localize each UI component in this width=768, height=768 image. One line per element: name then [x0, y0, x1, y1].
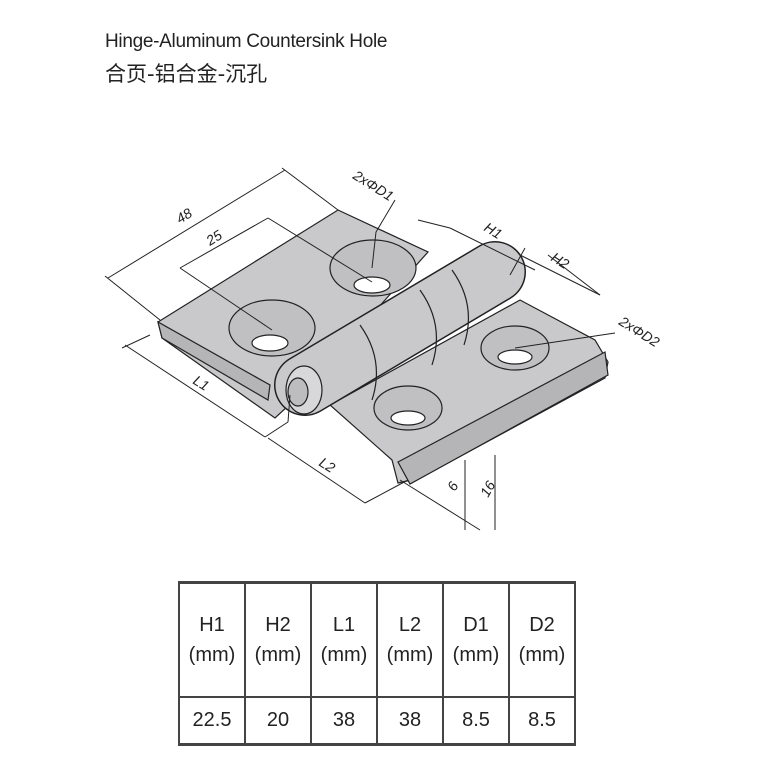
header-cell: H1 (mm) [178, 581, 246, 698]
header-unit: (mm) [386, 644, 434, 666]
header-unit: (mm) [518, 644, 566, 666]
page-subtitle: 合页-铝合金-沉孔 [105, 62, 268, 86]
header-cell: D2 (mm) [508, 581, 576, 698]
table-header-row: H1 (mm) H2 (mm) L1 (mm) L2 (mm) D1 (mm) D2 (mm… [178, 581, 576, 698]
spec-table: H1 (mm) H2 (mm) L1 (mm) L2 (mm) D1 (mm) D2 (mm… [178, 581, 576, 746]
header-unit: (mm) [320, 644, 368, 666]
header-cell: L1 (mm) [310, 581, 378, 698]
header-unit: (mm) [254, 644, 302, 666]
header-name: D1 [463, 614, 489, 636]
value-cell: 20 [244, 696, 312, 746]
hinge-drawing: 48 25 2xΦD1 H1 H2 2xΦD2 L1 L2 6 16 [104, 166, 663, 531]
value-cell: 38 [376, 696, 444, 746]
dim-16: 16 [477, 478, 499, 500]
value-cell: 8.5 [508, 696, 576, 746]
header-unit: (mm) [452, 644, 500, 666]
header-name: D2 [529, 614, 555, 636]
dim-h1: H1 [481, 219, 505, 242]
value-cell: 38 [310, 696, 378, 746]
header-cell: L2 (mm) [376, 581, 444, 698]
header-name: L2 [398, 614, 422, 636]
right-leaf-edge [397, 351, 609, 485]
dim-h2: H2 [548, 249, 572, 272]
dim-d1: 2xΦD1 [350, 166, 397, 204]
dim-d2: 2xΦD2 [616, 312, 663, 350]
header-name: L1 [332, 614, 356, 636]
header-unit: (mm) [188, 644, 236, 666]
header-cell: H2 (mm) [244, 581, 312, 698]
table-row: 22.5 20 38 38 8.5 8.5 [178, 696, 576, 746]
header-name: H2 [265, 614, 291, 636]
value-cell: 8.5 [442, 696, 510, 746]
dim-6: 6 [444, 479, 462, 494]
value-cell: 22.5 [178, 696, 246, 746]
dim-l2: L2 [316, 454, 338, 476]
dim-25: 25 [202, 227, 225, 249]
header-name: H1 [199, 614, 225, 636]
page-title: Hinge-Aluminum Countersink Hole [105, 31, 388, 52]
header-cell: D1 (mm) [442, 581, 510, 698]
dim-l1: L1 [190, 372, 212, 394]
left-leaf-edge [157, 320, 271, 401]
dim-48: 48 [173, 205, 195, 227]
